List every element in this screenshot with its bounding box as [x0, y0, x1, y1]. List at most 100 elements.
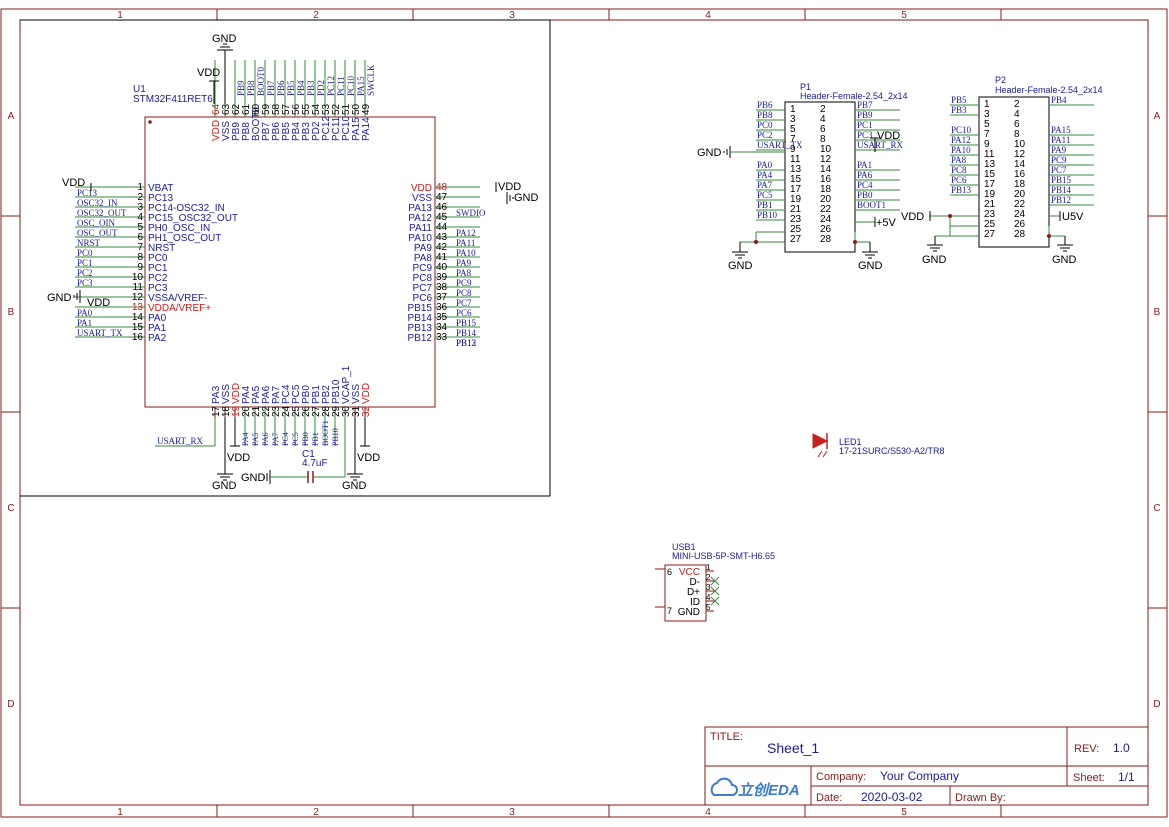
sheet-title: Sheet_1	[767, 740, 819, 756]
net-label: PA6	[857, 170, 873, 180]
header-pin-number: 16	[1014, 169, 1026, 180]
pin-name: PB6	[271, 122, 282, 141]
pin-number: 61	[241, 103, 252, 115]
led1[interactable]: LED1 17-21SURC/S530-A2/TR8	[812, 433, 945, 458]
pin-name: PC7	[413, 283, 433, 294]
pin-number: 49	[361, 103, 372, 115]
frame-row-label: B	[1154, 307, 1161, 318]
usb1-connector[interactable]: USB1 MINI-USB-5P-SMT-H6.65 6 7 VCC D- D+…	[655, 542, 775, 622]
net-label: USART_RX	[857, 140, 903, 150]
date-label: Date:	[816, 792, 842, 804]
pin-number: 16	[132, 332, 144, 343]
power-label-gnd: GND	[241, 472, 266, 484]
header-pin-number: 6	[820, 124, 826, 135]
junction-dot	[853, 240, 857, 244]
pin-number: 5	[137, 222, 143, 233]
net-label: PA4	[757, 170, 773, 180]
sheet-value: 1/1	[1118, 770, 1135, 784]
p1-part: Header-Female-2.54_2x14	[800, 91, 908, 101]
pin-number: 34	[436, 322, 448, 333]
net-label: PB6	[757, 100, 773, 110]
net-label: SWDIO	[456, 208, 486, 218]
net-label: OSC32_OUT	[77, 208, 127, 218]
pin-number: 58	[271, 103, 282, 115]
pin-number: 35	[436, 312, 448, 323]
pin-number: 55	[301, 103, 312, 115]
frame-row-label: C	[1153, 503, 1160, 514]
header-pin-number: 14	[1014, 159, 1026, 170]
header-pin-number: 19	[790, 194, 802, 205]
pin-number: 18	[221, 405, 232, 417]
net-label: PC7	[1051, 165, 1067, 175]
net-label: PB5	[951, 95, 967, 105]
pin-name: BOOT0	[251, 107, 262, 141]
header-pin-number: 11	[984, 149, 995, 160]
header-pin-number: 5	[790, 124, 796, 135]
net-label: PB0	[857, 190, 873, 200]
net-label: PC7	[456, 298, 472, 308]
power-label-vdd: VDD	[901, 211, 924, 223]
pin-number: 20	[241, 405, 252, 417]
pin-name: PC0	[148, 253, 168, 264]
header-pin-number: 3	[790, 114, 796, 125]
title-label: TITLE:	[710, 731, 743, 743]
net-label: PB14	[456, 328, 477, 338]
frame-col-label: 1	[117, 807, 123, 818]
header-pin-number: 7	[790, 134, 796, 145]
frame-col-label: 5	[901, 10, 907, 21]
usb-pin-num: 4	[706, 593, 711, 602]
pin-number: 36	[436, 302, 448, 313]
net-label: PC9	[456, 278, 472, 288]
net-label: USART_TX	[77, 328, 123, 338]
net-label: PB9	[236, 80, 246, 96]
u1-mcu[interactable]: U1 STM32F411RET6 VBAT1PC132PC13PC14-OSC3…	[75, 60, 486, 446]
power-label-gnd: GND	[47, 292, 72, 304]
pin-number: 47	[436, 192, 448, 203]
power-label-vdd: VDD	[877, 130, 900, 142]
pin-name: PA10	[408, 233, 432, 244]
pin-name: PH1_OSC_OUT	[148, 233, 221, 244]
pin-number: 29	[331, 405, 342, 417]
pin-number: 44	[436, 222, 448, 233]
header-pin-number: 1	[790, 104, 796, 115]
title-block: TITLE: Sheet_1 REV: 1.0 Company: Your Co…	[704, 726, 1149, 806]
pin-number: 57	[281, 103, 292, 115]
c1-capacitor[interactable]: C1 4.7uF	[270, 418, 346, 483]
pin-number: 22	[261, 405, 272, 417]
header-pin-number: 26	[820, 224, 832, 235]
net-label: PB5	[286, 80, 296, 96]
header-pin-number: 20	[1014, 189, 1026, 200]
pin-number: 30	[341, 405, 352, 417]
net-label: PD2	[316, 80, 326, 96]
logo-text: 立创EDA	[738, 781, 800, 799]
pin-name: PC2	[148, 273, 168, 284]
header-pin-number: 8	[1014, 129, 1020, 140]
usb-pin-dp: D+	[687, 587, 700, 598]
header-pin-number: 13	[790, 164, 802, 175]
pin-number: 7	[137, 242, 143, 253]
net-label: PB7	[266, 80, 276, 96]
power-label-u5v: U5V	[1062, 211, 1084, 223]
net-label: PC4	[281, 432, 290, 446]
net-label: PA7	[757, 180, 773, 190]
net-label: PC0	[77, 248, 93, 258]
pin-name: PC12	[321, 116, 332, 141]
pin-name: VDD	[211, 120, 222, 141]
pin-number: 4	[137, 212, 143, 223]
net-label: PA12	[456, 228, 476, 238]
pin-name: PB1	[311, 385, 322, 404]
pin-name: PA9	[414, 243, 433, 254]
pin-name: PA5	[251, 385, 262, 404]
power-label-gnd: GND	[514, 192, 539, 204]
net-label: PB8	[757, 110, 773, 120]
pin-name: PB2	[321, 385, 332, 404]
frame-row-label: C	[7, 503, 14, 514]
net-label: PB12	[1051, 195, 1071, 205]
net-label: PA6	[261, 433, 270, 447]
net-label: PB10	[757, 210, 778, 220]
pin-number: 37	[436, 292, 448, 303]
header-pin-number: 9	[984, 139, 990, 150]
pin-number: 15	[132, 322, 144, 333]
